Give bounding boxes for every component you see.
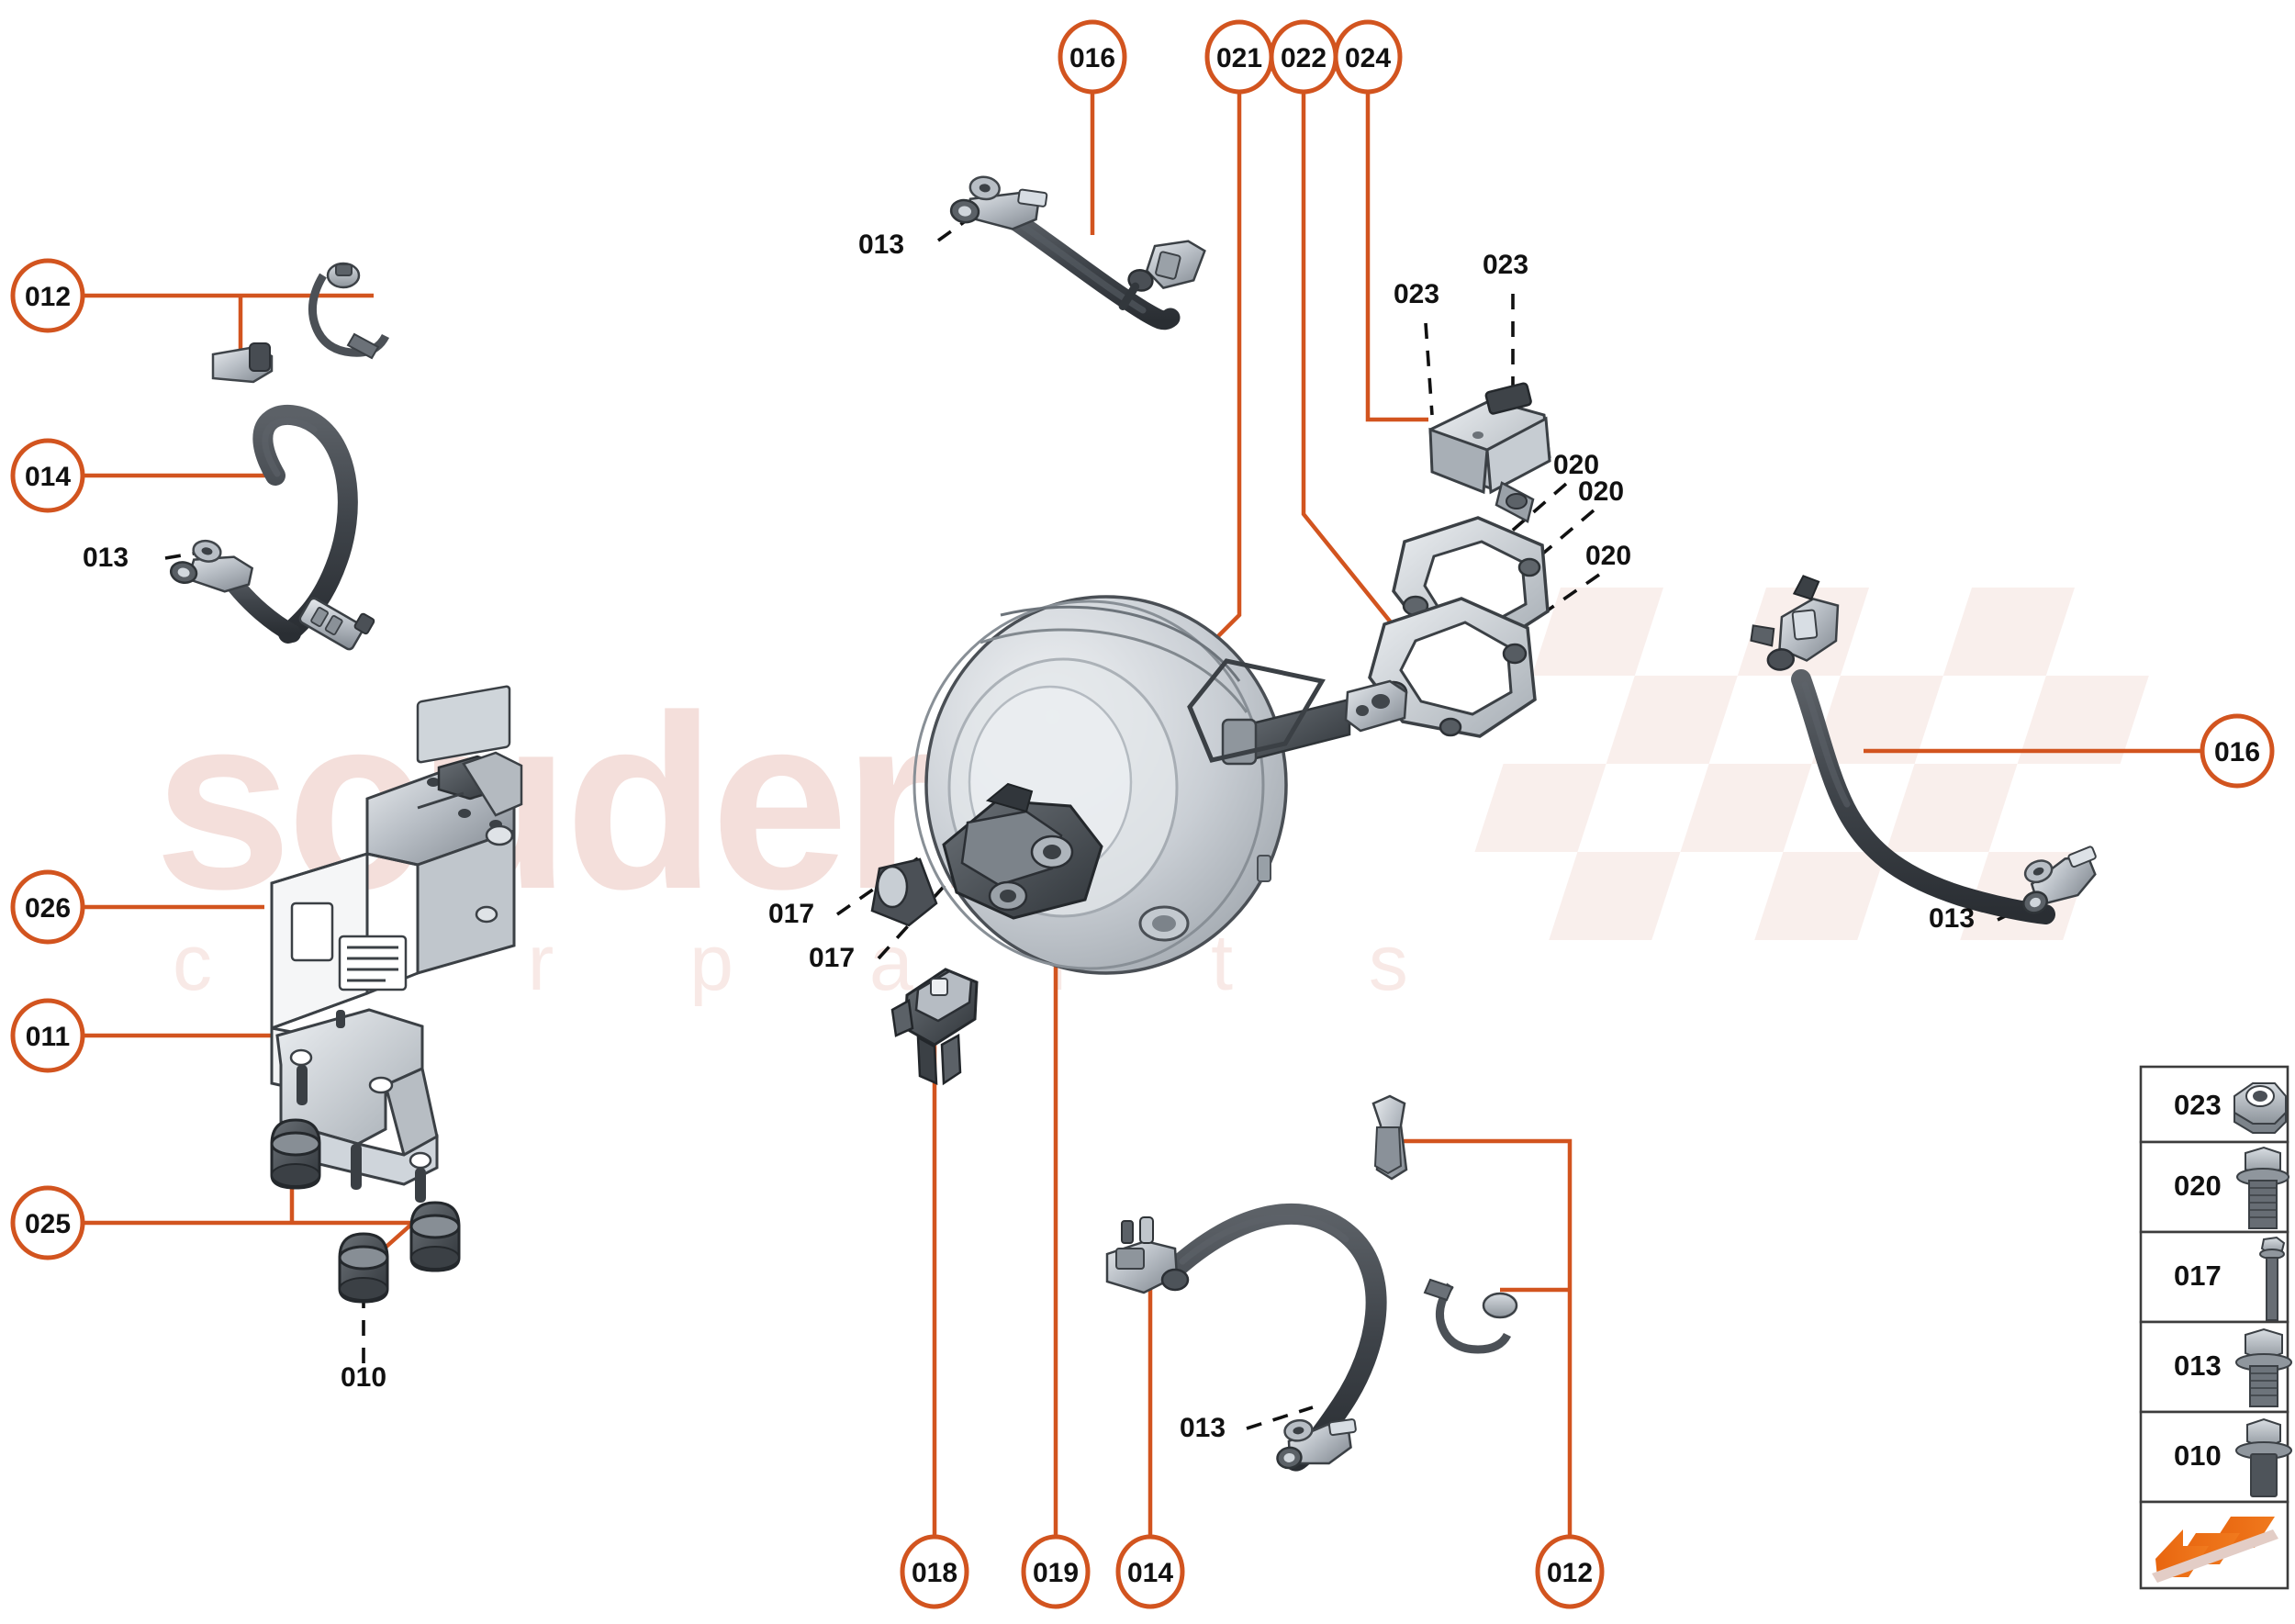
- part-016-brake-hose-right: [1750, 575, 2097, 924]
- dashleader-013-b: [164, 547, 221, 560]
- callout-label: 014: [25, 462, 71, 492]
- callout-012-bottom[interactable]: 012: [1535, 1534, 1605, 1609]
- leader-012-bottom: [1394, 1138, 1573, 1537]
- callout-label: 016: [1069, 43, 1115, 73]
- leader-label-023-b: 023: [1483, 250, 1528, 280]
- legend-label: 020: [2174, 1170, 2222, 1202]
- callout-019[interactable]: 019: [1021, 1534, 1091, 1609]
- dashleader-023-a: [1424, 322, 1434, 416]
- leader-024: [1365, 92, 1428, 422]
- leader-label-013-a: 013: [858, 230, 904, 260]
- legend-row-013[interactable]: 013: [2139, 1320, 2292, 1414]
- leader-025: [83, 1170, 431, 1269]
- hex-flange-bolt-short-icon: [2235, 1327, 2292, 1407]
- leader-label-013-b: 013: [83, 543, 129, 573]
- leader-label-013-c: 013: [1929, 903, 1975, 934]
- dashleader-013-d: [1246, 1406, 1314, 1430]
- callout-label: 025: [25, 1209, 71, 1239]
- callout-022[interactable]: 022: [1269, 19, 1338, 95]
- callout-026[interactable]: 026: [10, 869, 85, 945]
- callout-label: 012: [1547, 1558, 1593, 1588]
- part-018-vacuum-connector: [890, 968, 979, 1086]
- callout-014-left[interactable]: 014: [10, 438, 85, 513]
- callout-label: 011: [26, 1022, 70, 1052]
- callout-label: 024: [1345, 43, 1391, 73]
- fasteners-legend-table: 023 020: [2139, 1065, 2292, 1590]
- callout-016-top[interactable]: 016: [1058, 19, 1127, 95]
- callout-label: 016: [2214, 737, 2260, 767]
- dashleader-020-b: [1501, 509, 1595, 589]
- leader-012-top: [83, 293, 374, 349]
- callout-024[interactable]: 024: [1333, 19, 1403, 95]
- callout-label: 026: [25, 893, 71, 924]
- part-026-abs-hydraulic-unit: [270, 685, 523, 1094]
- part-024-brake-sensor: [1428, 382, 1551, 523]
- leader-label-020-a: 020: [1553, 450, 1599, 480]
- legend-label: 023: [2174, 1089, 2222, 1121]
- legend-row-logo[interactable]: [2139, 1500, 2289, 1590]
- leader-label-017-b: 017: [809, 943, 855, 973]
- part-014-hose-left: [169, 404, 375, 651]
- long-thin-bolt-icon: [2259, 1236, 2286, 1321]
- hex-flange-bolt-icon: [2236, 1146, 2289, 1229]
- part-012-plug-top: [211, 342, 274, 384]
- part-025-rubber-bushings: [270, 1118, 461, 1304]
- callout-016-right[interactable]: 016: [2200, 713, 2275, 789]
- callout-label: 012: [25, 282, 71, 312]
- orange-arrow-logo-icon: [2152, 1517, 2278, 1583]
- callout-025[interactable]: 025: [10, 1185, 85, 1260]
- callout-018[interactable]: 018: [900, 1534, 969, 1609]
- part-016-brake-hose-top: [949, 175, 1206, 330]
- leader-label-023-a: 023: [1394, 279, 1439, 309]
- legend-row-017[interactable]: 017: [2139, 1230, 2289, 1324]
- part-012-grommet-bottom: [1423, 1278, 1518, 1354]
- leader-label-017-a: 017: [768, 899, 814, 929]
- leader-022: [1301, 92, 1405, 639]
- callout-label: 022: [1281, 43, 1327, 73]
- callout-014-bottom[interactable]: 014: [1115, 1534, 1185, 1609]
- dashleader-020-c: [1499, 573, 1601, 644]
- callout-label: 019: [1033, 1558, 1079, 1588]
- callout-label: 018: [912, 1558, 957, 1588]
- part-014-hose-bottom: [1105, 1203, 1387, 1472]
- part-012-clip-bottom: [1371, 1094, 1408, 1181]
- dashleader-017-b: [877, 878, 952, 960]
- part-019-brake-booster: [870, 595, 1408, 975]
- legend-row-023[interactable]: 023: [2139, 1065, 2289, 1144]
- legend-label: 017: [2174, 1260, 2222, 1292]
- callout-label: 021: [1216, 43, 1262, 73]
- legend-row-020[interactable]: 020: [2139, 1140, 2289, 1234]
- legend-row-010[interactable]: 010: [2139, 1410, 2292, 1504]
- leader-label-020-b: 020: [1578, 476, 1624, 507]
- callout-012-top[interactable]: 012: [10, 258, 85, 333]
- callout-label: 014: [1127, 1558, 1173, 1588]
- callout-011[interactable]: 011: [10, 998, 85, 1073]
- leader-label-020-c: 020: [1585, 541, 1631, 571]
- callout-021[interactable]: 021: [1204, 19, 1274, 95]
- part-012-clip-top: [308, 262, 390, 360]
- legend-label: 010: [2174, 1439, 2222, 1472]
- hex-shoulder-bolt-icon: [2235, 1417, 2292, 1497]
- legend-label: 013: [2174, 1350, 2222, 1382]
- flange-nut-icon: [2233, 1082, 2287, 1134]
- leader-label-013-d: 013: [1180, 1413, 1226, 1443]
- leader-label-010: 010: [341, 1362, 386, 1393]
